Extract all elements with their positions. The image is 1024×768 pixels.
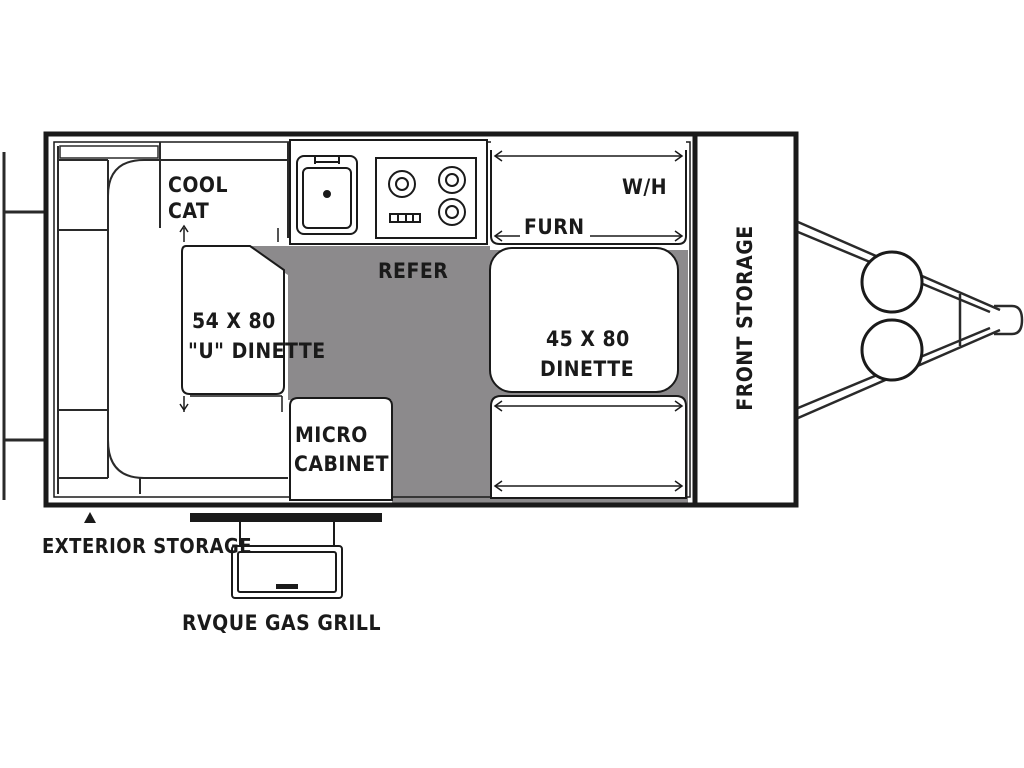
exterior-storage-label: EXTERIOR STORAGE	[42, 534, 252, 558]
refer-label: REFER	[378, 259, 448, 283]
lower-bench	[490, 395, 687, 499]
u-dinette-seating	[57, 142, 289, 494]
sink-icon	[296, 155, 358, 235]
front-storage: FRONT STORAGE	[692, 134, 757, 505]
dinette-table	[489, 247, 679, 393]
front-storage-label: FRONT STORAGE	[733, 225, 757, 410]
micro-cabinet	[289, 397, 393, 501]
trailer-outer-wall	[43, 131, 799, 508]
u-dinette-name-label: "U" DINETTE	[188, 339, 326, 363]
micro-label-line1: MICRO	[295, 423, 368, 447]
exterior-storage-marker-icon	[84, 512, 96, 523]
propane-tank-icon	[860, 250, 924, 382]
galley-counter	[289, 139, 488, 245]
u-dinette-table	[181, 245, 285, 395]
u-dinette-dimension-marks	[179, 224, 283, 412]
wh-label: W/H	[622, 175, 667, 199]
wh-furn-bench	[490, 140, 687, 246]
u-dinette-size-label: 54 X 80	[192, 309, 276, 333]
trailer-hitch	[797, 220, 1024, 420]
cool-cat-label-line2: CAT	[168, 199, 209, 223]
rear-bumper	[2, 152, 44, 500]
micro-label-line2: CABINET	[294, 452, 389, 476]
gas-grill-icon	[190, 513, 382, 599]
dinette-name-label: DINETTE	[540, 357, 634, 381]
cool-cat-label-line1: COOL	[168, 173, 228, 197]
furn-label: FURN	[524, 215, 585, 239]
cooktop-icon	[375, 157, 477, 239]
gas-grill-label: RVQUE GAS GRILL	[182, 611, 381, 635]
dinette-size-label: 45 X 80	[546, 327, 630, 351]
